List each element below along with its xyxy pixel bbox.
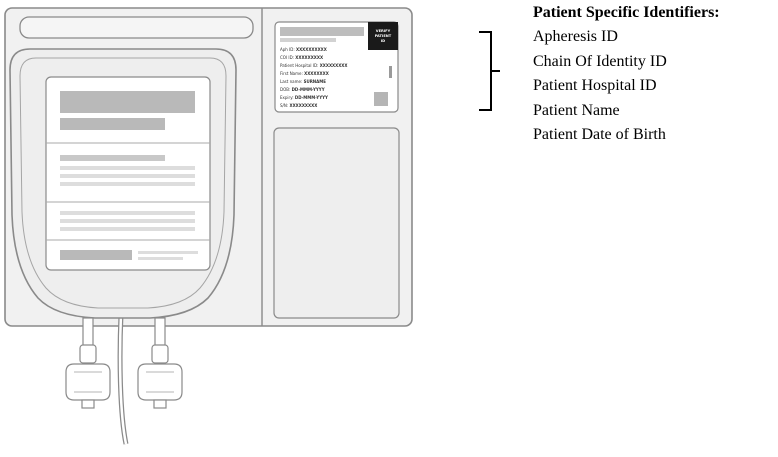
label-field: COI ID: XXXXXXXXX (280, 55, 323, 60)
label-field: Aph ID: XXXXXXXXXX (280, 47, 327, 52)
verify-badge-line: PATIENT (375, 34, 392, 38)
label-field: Last name: SURNAME (280, 79, 326, 84)
bag-label-subheader-bar (60, 118, 165, 130)
left-port-tube (82, 317, 94, 347)
legend-item: Chain Of Identity ID (533, 52, 667, 70)
right-port-cap (137, 363, 183, 401)
legend-item: Patient Date of Birth (533, 126, 666, 144)
label-field: S/N: XXXXXXXXX (280, 103, 317, 108)
label-field: First Name: XXXXXXXX (280, 71, 329, 76)
barcode-strip (389, 66, 392, 78)
qr-code (374, 92, 388, 106)
right-port-tube (154, 317, 166, 347)
label-field: DOB: DD-MMM-YYYY (280, 87, 325, 92)
verify-patient-id-badge (368, 22, 398, 50)
label-pocket (273, 127, 400, 319)
verify-badge-line: ID (381, 39, 385, 43)
identifiers-bracket (479, 31, 500, 111)
verify-badge-line: VERIFY (376, 29, 391, 33)
legend-item: Patient Name (533, 101, 620, 119)
label-field: Expiry: DD-MMM-YYYY (280, 95, 328, 100)
bag-label-header-bar (60, 91, 195, 113)
patient-id-label-header-bar (280, 27, 364, 36)
legend-item: Apheresis ID (533, 28, 618, 45)
left-port-cap (65, 363, 111, 401)
legend-item: Patient Hospital ID (533, 77, 657, 95)
identifiers-legend: Patient Specific Identifiers: Apheresis … (533, 1, 720, 148)
legend-title: Patient Specific Identifiers: (533, 4, 720, 21)
hanger-slot (19, 16, 254, 39)
label-field: Patient Hospital ID: XXXXXXXXX (280, 63, 347, 68)
patient-id-label (274, 21, 399, 113)
